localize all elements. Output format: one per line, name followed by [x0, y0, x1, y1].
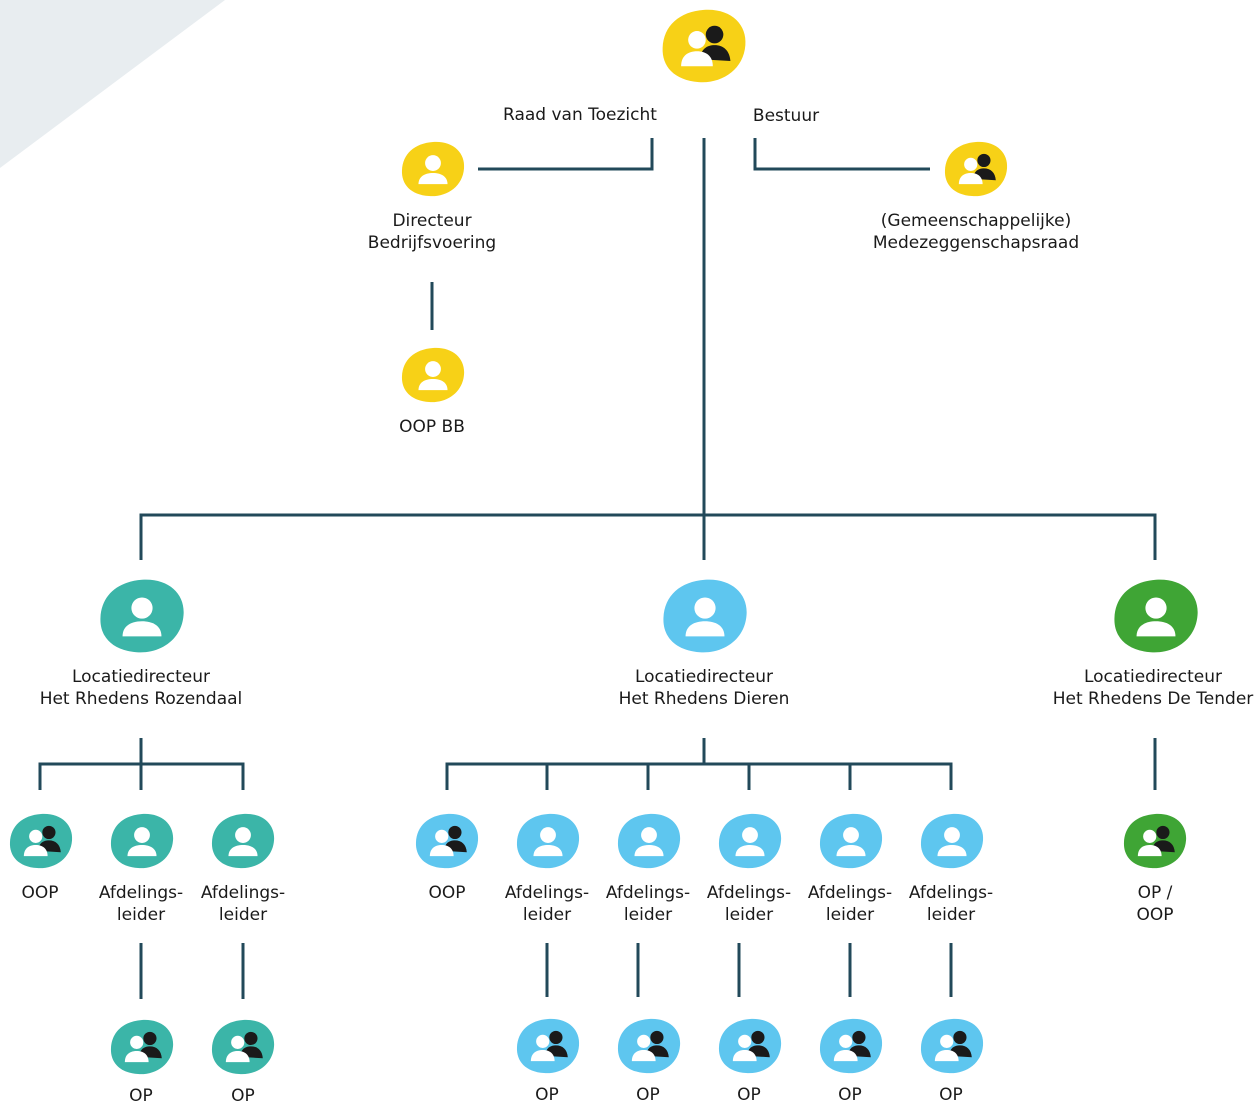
rozendaal-op2-label: OP: [231, 1086, 255, 1106]
two-persons-icon: [617, 1018, 681, 1074]
dieren-afd5-line2: leider: [926, 905, 976, 925]
person-icon: [920, 813, 984, 869]
directeur-label: Directeur Bedrijfsvoering: [352, 210, 512, 254]
person-icon: [718, 813, 782, 869]
person-icon: [663, 579, 747, 653]
two-persons-icon: [718, 1018, 782, 1074]
two-persons-icon: [415, 813, 479, 869]
line-raad: [478, 138, 654, 171]
two-persons-icon: [819, 1018, 883, 1074]
rozendaal-oop-label: OOP: [21, 883, 59, 903]
directeur-line1: Directeur: [392, 211, 472, 231]
dieren-afd3-line1: Afdelings-: [706, 883, 792, 903]
dieren-op3-label: OP: [737, 1085, 761, 1105]
person-icon: [110, 813, 174, 869]
mr-label: (Gemeenschappelijke) Medezeggenschapsraa…: [866, 210, 1086, 254]
line-location-bus: [139, 513, 1157, 560]
directeur-line2: Bedrijfsvoering: [367, 233, 497, 253]
rozendaal-afd2-line2: leider: [218, 905, 268, 925]
mr-line2: Medezeggenschapsraad: [872, 233, 1080, 253]
dieren-op5-label: OP: [939, 1085, 963, 1105]
person-icon: [1114, 579, 1198, 653]
tender-line2: Het Rhedens De Tender: [1052, 689, 1254, 709]
mr-line1: (Gemeenschappelijke): [880, 211, 1072, 231]
person-icon: [100, 579, 184, 653]
rozendaal-afd2-label: Afdelings- leider: [193, 882, 293, 926]
dieren-afd1-line1: Afdelings-: [504, 883, 590, 903]
two-persons-icon: [9, 813, 73, 869]
dieren-afd5-label: Afdelings- leider: [901, 882, 1001, 926]
tender-child-line1: OP /: [1137, 883, 1173, 903]
dieren-afd2-line2: leider: [623, 905, 673, 925]
tender-child-line2: OOP: [1136, 905, 1174, 925]
rozendaal-afd2-line1: Afdelings-: [200, 883, 286, 903]
dieren-oop-label: OOP: [428, 883, 466, 903]
dieren-op1-label: OP: [535, 1085, 559, 1105]
rozendaal-afd1-label: Afdelings- leider: [91, 882, 191, 926]
rozendaal-afd1-line1: Afdelings-: [98, 883, 184, 903]
two-persons-icon: [211, 1019, 275, 1075]
line-bestuur: [753, 138, 930, 171]
two-persons-icon: [920, 1018, 984, 1074]
person-icon: [516, 813, 580, 869]
raad-label: Raad van Toezicht: [503, 105, 657, 125]
dieren-afd4-label: Afdelings- leider: [800, 882, 900, 926]
dieren-afd1-line2: leider: [522, 905, 572, 925]
oop-bb-label: OOP BB: [399, 417, 465, 437]
dieren-afd4-line2: leider: [825, 905, 875, 925]
rozendaal-line1: Locatiedirecteur: [71, 667, 210, 687]
rozendaal-line2: Het Rhedens Rozendaal: [39, 689, 243, 709]
person-icon: [401, 347, 465, 403]
rozendaal-afd1-line2: leider: [116, 905, 166, 925]
dieren-afd1-label: Afdelings- leider: [497, 882, 597, 926]
dieren-op4-label: OP: [838, 1085, 862, 1105]
rozendaal-op1-label: OP: [129, 1086, 153, 1106]
dieren-line2: Het Rhedens Dieren: [618, 689, 790, 709]
two-persons-icon: [110, 1019, 174, 1075]
tender-line1: Locatiedirecteur: [1083, 667, 1222, 687]
person-icon: [617, 813, 681, 869]
person-icon: [401, 141, 465, 197]
two-persons-icon: [516, 1018, 580, 1074]
tender-child-label: OP / OOP: [1115, 882, 1195, 926]
person-icon: [819, 813, 883, 869]
dieren-afd5-line1: Afdelings-: [908, 883, 994, 903]
dieren-afd3-label: Afdelings- leider: [699, 882, 799, 926]
dieren-label: Locatiedirecteur Het Rhedens Dieren: [594, 666, 814, 710]
rozendaal-label: Locatiedirecteur Het Rhedens Rozendaal: [31, 666, 251, 710]
two-persons-icon: [1123, 813, 1187, 869]
bestuur-label: Bestuur: [752, 106, 820, 126]
corner-decoration: [0, 0, 225, 168]
dieren-afd3-line2: leider: [724, 905, 774, 925]
person-icon: [211, 813, 275, 869]
dieren-afd4-line1: Afdelings-: [807, 883, 893, 903]
dieren-op2-label: OP: [636, 1085, 660, 1105]
two-persons-icon: [662, 9, 746, 83]
tender-label: Locatiedirecteur Het Rhedens De Tender: [1050, 666, 1256, 710]
dieren-afd2-line1: Afdelings-: [605, 883, 691, 903]
line-dieren-bus: [445, 762, 953, 790]
dieren-afd2-label: Afdelings- leider: [598, 882, 698, 926]
two-persons-icon: [944, 141, 1008, 197]
dieren-line1: Locatiedirecteur: [634, 667, 773, 687]
